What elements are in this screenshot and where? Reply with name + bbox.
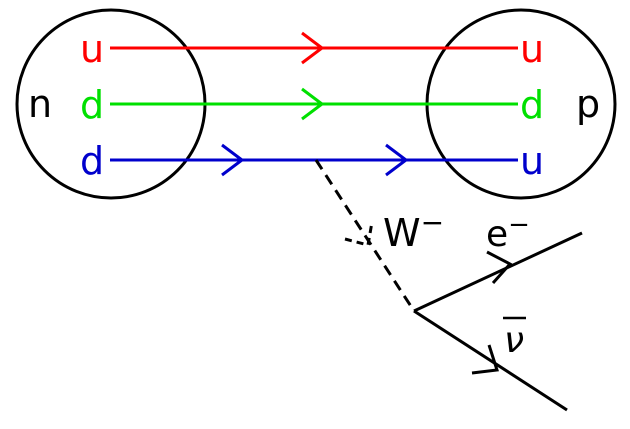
left-quark-d2: d xyxy=(80,139,104,183)
left-quark-u: u xyxy=(80,27,104,71)
antineutrino-arrow xyxy=(471,344,499,375)
right-quark-u2: u xyxy=(520,139,544,183)
left-quark-d1: d xyxy=(80,83,104,127)
w-boson-label: W− xyxy=(383,206,444,255)
neutron-label: n xyxy=(28,82,52,126)
arrow-red xyxy=(301,31,325,65)
electron-symbol: e xyxy=(486,214,508,255)
quark-line-blue xyxy=(110,143,518,177)
w-boson-arrow xyxy=(344,221,374,247)
right-quark-u1: u xyxy=(520,27,544,71)
w-boson-line xyxy=(314,159,416,312)
arrow-blue-1 xyxy=(221,143,245,177)
arrow-blue-2 xyxy=(385,143,409,177)
right-quark-d: d xyxy=(520,83,544,127)
electron-charge: − xyxy=(508,210,530,240)
antineutrino-label: ν xyxy=(504,320,524,361)
w-boson-charge: − xyxy=(421,206,444,239)
quark-line-red xyxy=(110,31,518,65)
arrow-green xyxy=(301,87,325,121)
electron-arrow xyxy=(486,250,513,285)
proton-label: p xyxy=(576,82,600,126)
antineutrino-label-group: ν xyxy=(503,316,526,361)
w-boson-symbol: W xyxy=(383,211,421,255)
quark-line-green xyxy=(110,87,518,121)
electron-line xyxy=(413,231,583,313)
antineutrino-line xyxy=(413,309,568,412)
electron-label: e− xyxy=(486,210,530,255)
